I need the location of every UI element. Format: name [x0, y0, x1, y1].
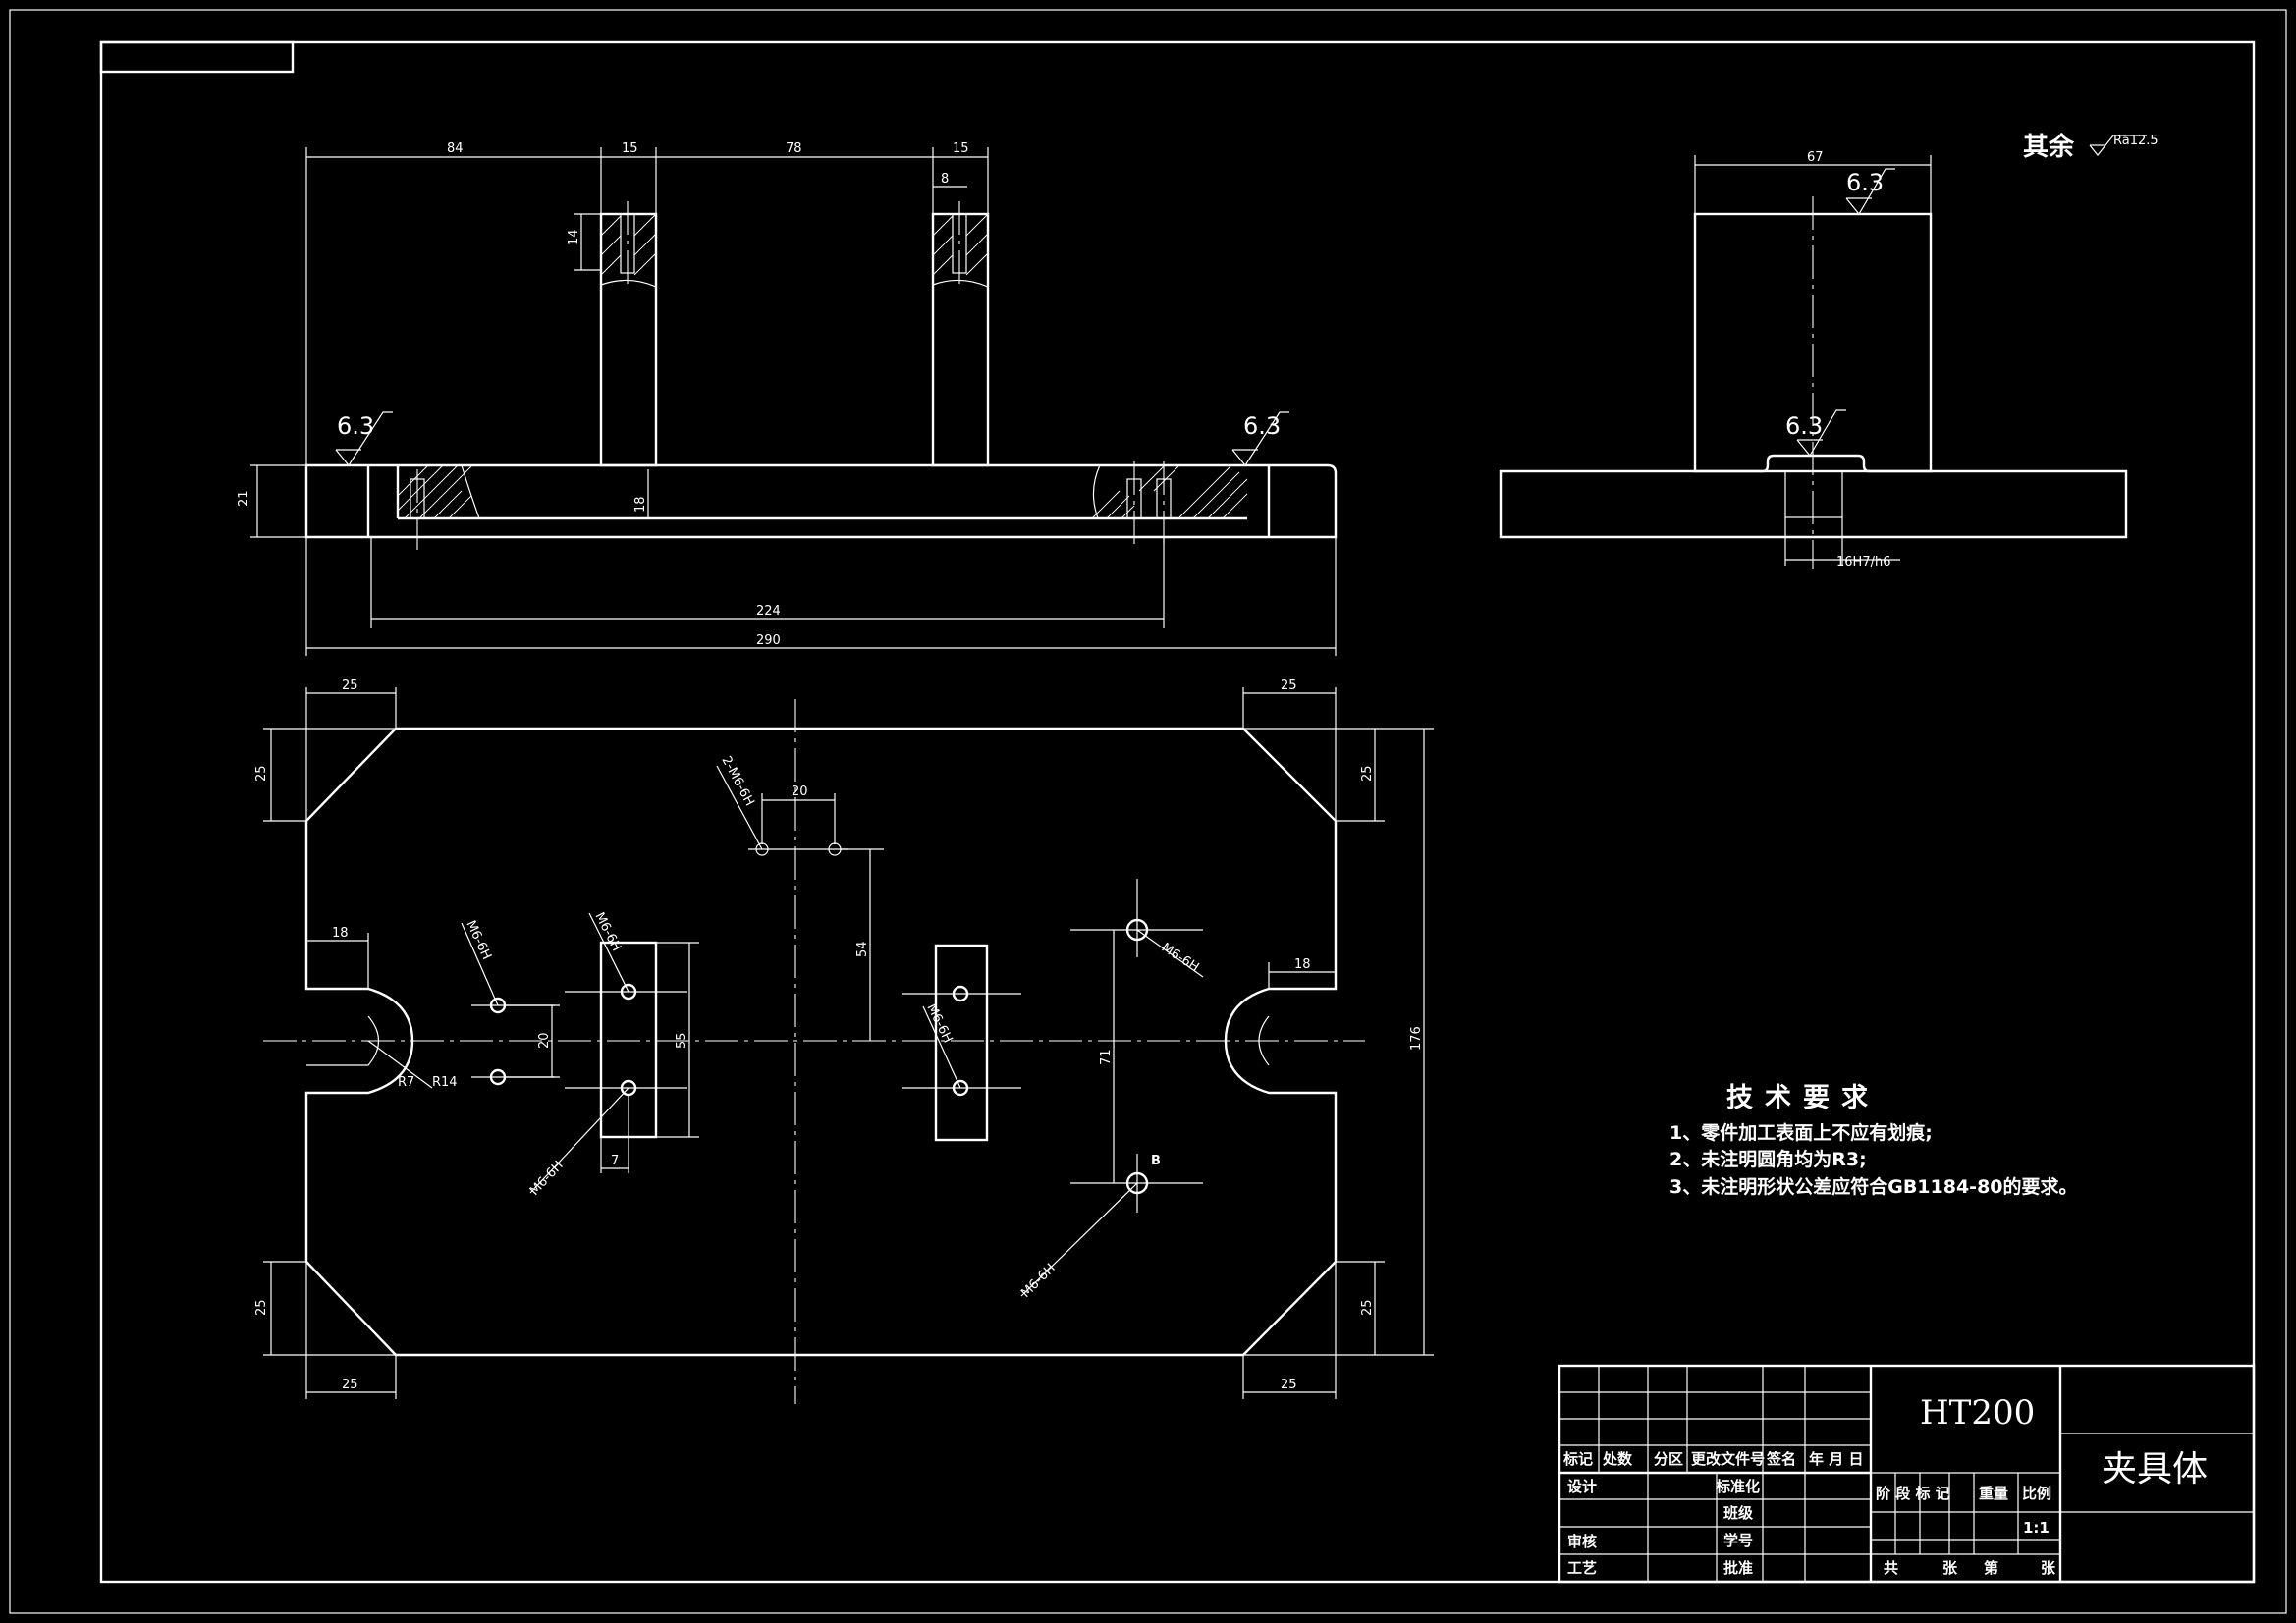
callout-2-m6-top: 2-M6-6H: [718, 754, 756, 809]
roughness-side-slot: 6.3: [1785, 412, 1823, 440]
dim-18: 18: [633, 496, 648, 513]
role-review: 审核: [1567, 1533, 1597, 1550]
field-class: 班级: [1723, 1504, 1754, 1522]
dim-20-left: 20: [537, 1032, 552, 1049]
corner-box: [99, 40, 295, 74]
hdr-zone: 分区: [1654, 1450, 1683, 1468]
sheets-total: 共: [1884, 1559, 1898, 1577]
holes: [471, 842, 1203, 1213]
tech-item-2: 2、未注明圆角均为R3;: [1669, 1148, 1867, 1170]
hdr-date: 年 月 日: [1809, 1450, 1863, 1468]
dim-25-tl-h: 25: [342, 678, 358, 693]
hdr-count: 处数: [1602, 1450, 1633, 1468]
dim-18-left: 18: [332, 926, 349, 941]
tech-title: 技术要求: [1726, 1083, 1880, 1113]
tech-item-1: 1、零件加工表面上不应有划痕;: [1669, 1121, 1933, 1144]
dim-25-br-v: 25: [1360, 1299, 1375, 1316]
dim-r14: R14: [432, 1075, 458, 1090]
dim-25-br-h: 25: [1281, 1378, 1297, 1392]
dim-21: 21: [237, 490, 251, 507]
outer-border: [9, 9, 2287, 1614]
dim-78: 78: [786, 141, 802, 156]
callout-m6-right-upper: M6-6H: [1159, 941, 1202, 976]
dim-25-tr-v: 25: [1360, 765, 1375, 782]
dim-84: 84: [447, 141, 464, 156]
ra-value: Ra12.5: [2113, 134, 2159, 148]
roughness-left: 6.3: [337, 412, 374, 440]
hdr-mark: 标记: [1562, 1450, 1593, 1468]
dim-25-bl-v: 25: [254, 1299, 269, 1316]
qiyu-label: 其余: [2023, 132, 2075, 162]
callout-m6-rect-upper: M6-6H: [591, 910, 624, 953]
material-ht200: HT200: [1920, 1393, 2035, 1433]
dim-15a: 15: [622, 141, 638, 156]
general-roughness: 其余 Ra12.5: [2023, 132, 2159, 162]
side-view: 16H7/h6 67 6.3 6.3: [1499, 150, 2128, 569]
fit-16H7-h6: 16H7/h6: [1836, 555, 1890, 569]
dim-r7: R7: [398, 1075, 414, 1090]
hdr-weight: 重量: [1979, 1485, 2008, 1502]
dim-20-top: 20: [792, 784, 808, 799]
callout-m6-left-upper: M6-6H: [463, 918, 493, 962]
dim-14: 14: [567, 229, 581, 245]
dim-54: 54: [855, 941, 870, 957]
tech-item-3: 3、未注明形状公差应符合GB1184-80的要求。: [1669, 1175, 2078, 1198]
sheets-current: 第: [1984, 1559, 1998, 1577]
roughness-right: 6.3: [1243, 412, 1281, 440]
role-process: 工艺: [1567, 1559, 1597, 1577]
hole-mark-b: B: [1151, 1154, 1161, 1168]
top-view: 25 25 25 25 25 25 25 25 176 20 54: [254, 678, 1434, 1404]
dim-25-tr-h: 25: [1281, 678, 1297, 693]
part-name: 夹具体: [2102, 1449, 2208, 1489]
dim-71: 71: [1099, 1049, 1114, 1065]
inner-frame: [99, 40, 2256, 1584]
roughness-side-top: 6.3: [1846, 169, 1884, 196]
callout-m6-rect-lower: M6-6H: [527, 1159, 567, 1199]
title-block: 标记 处数 分区 更改文件号 签名 年 月 日 设计 审核 工艺 标准化 班级 …: [1558, 1364, 2256, 1584]
dim-224: 224: [756, 604, 781, 619]
sheets-zhang-2: 张: [2041, 1559, 2056, 1577]
field-student-no: 学号: [1723, 1532, 1753, 1549]
dim-18-right: 18: [1294, 957, 1311, 972]
hdr-stage: 阶 段 标 记: [1876, 1485, 1950, 1502]
field-standard: 标准化: [1715, 1478, 1760, 1495]
hdr-sign: 签名: [1766, 1450, 1796, 1468]
dim-15b: 15: [953, 141, 969, 156]
dim-290: 290: [756, 633, 781, 648]
tech-requirements: 技术要求 1、零件加工表面上不应有划痕; 2、未注明圆角均为R3; 3、未注明形…: [1669, 1083, 2078, 1198]
dim-67: 67: [1807, 150, 1824, 165]
dim-7: 7: [611, 1154, 619, 1168]
dim-25-tl-v: 25: [254, 765, 269, 782]
callout-m6-right-lower: M6-6H: [1018, 1261, 1058, 1300]
callout-m6-mid-rect: M6-6H: [923, 1001, 955, 1046]
dim-176: 176: [1409, 1026, 1424, 1051]
hdr-change-doc: 更改文件号: [1691, 1450, 1765, 1468]
dim-55: 55: [675, 1032, 689, 1049]
hdr-scale: 比例: [2022, 1485, 2051, 1502]
dim-8: 8: [941, 172, 949, 187]
dim-25-bl-h: 25: [342, 1378, 358, 1392]
front-view: 84 15 78 15 8 14 21 18 224 290 6.3 6.3: [237, 141, 1338, 656]
role-design: 设计: [1567, 1478, 1597, 1495]
scale-value: 1:1: [2023, 1519, 2050, 1537]
field-approve: 批准: [1723, 1559, 1753, 1577]
sheets-zhang-1: 张: [1942, 1559, 1958, 1577]
